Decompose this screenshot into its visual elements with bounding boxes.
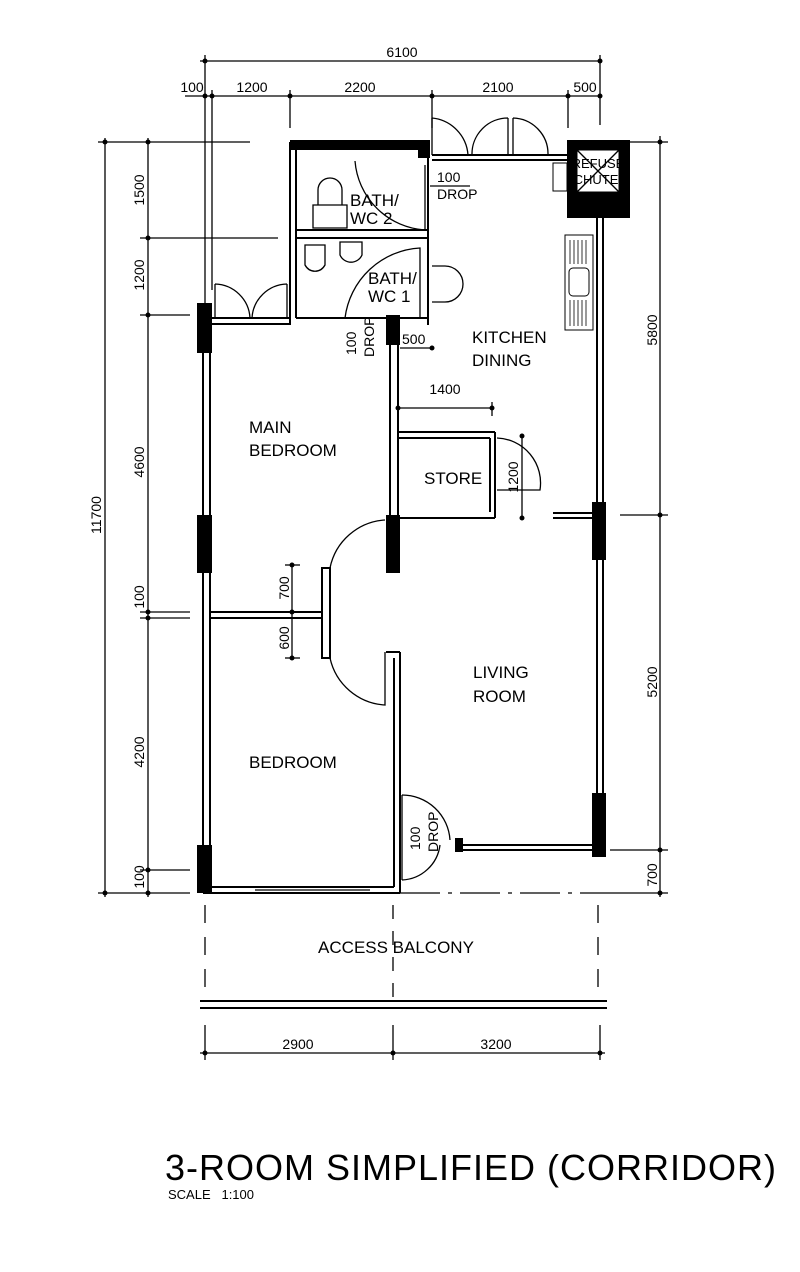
drop1-value: 100 — [437, 169, 461, 185]
dim-bottom-2: 3200 — [480, 1036, 511, 1052]
dim-top-2: 1200 — [236, 79, 267, 95]
top-dimensions: 6100 100 1200 2200 2100 500 — [180, 44, 603, 330]
dim-left-3: 4600 — [131, 446, 147, 477]
plan-title: 3-ROOM SIMPLIFIED (CORRIDOR) — [165, 1147, 777, 1188]
room-kitchen-line1: KITCHEN — [472, 328, 547, 347]
dim-right-2: 5200 — [644, 666, 660, 697]
access-balcony — [200, 892, 620, 1009]
dim-total-height: 11700 — [88, 496, 104, 534]
dim-top-5: 500 — [573, 79, 597, 95]
room-store: STORE — [424, 469, 482, 488]
kitchen-sink — [564, 234, 594, 331]
door-600-dim: 600 — [276, 626, 292, 650]
dim-bottom-1: 2900 — [282, 1036, 313, 1052]
dim-left-6: 100 — [131, 865, 147, 889]
drop3-label: DROP — [425, 812, 441, 852]
refuse-label-2: CHUTE — [574, 172, 619, 187]
refuse-chute: REFUSE CHUTE — [552, 149, 625, 193]
drop3-value: 100 — [407, 826, 423, 850]
dim-left-5: 4200 — [131, 736, 147, 767]
fixtures — [304, 177, 594, 331]
dim-top-4: 2100 — [482, 79, 513, 95]
drop2-label: DROP — [361, 317, 377, 357]
door-700-dim: 700 — [276, 576, 292, 600]
room-bath-wc2-line1: BATH/ — [350, 191, 399, 210]
toilet-wc1 — [304, 244, 326, 272]
room-labels: BATH/ WC 2 BATH/ WC 1 KITCHEN DINING MAI… — [249, 191, 547, 957]
left-dimensions: 11700 1500 1200 4600 100 4200 100 — [88, 138, 278, 897]
doors — [214, 117, 549, 881]
dim-left-2: 1200 — [131, 259, 147, 290]
dim-right-1: 5800 — [644, 314, 660, 345]
refuse-label-1: REFUSE — [572, 156, 625, 171]
dim-total-width: 6100 — [386, 44, 417, 60]
basin-wc1 — [339, 241, 363, 263]
room-bath-wc2-line2: WC 2 — [350, 209, 393, 228]
bottom-dimensions: 2900 3200 — [200, 1025, 605, 1060]
drop1-label: DROP — [437, 186, 477, 202]
room-main-bedroom-line2: BEDROOM — [249, 441, 337, 460]
dim-left-4: 100 — [131, 585, 147, 609]
drop2-value: 100 — [343, 331, 359, 355]
dim-top-3: 2200 — [344, 79, 375, 95]
room-bath-wc1-line1: BATH/ — [368, 269, 417, 288]
room-living-line2: ROOM — [473, 687, 526, 706]
room-main-bedroom-line1: MAIN — [249, 418, 292, 437]
dim-left-1: 1500 — [131, 174, 147, 205]
dim-right-3: 700 — [644, 863, 660, 887]
kitchen-1400-dim: 1400 — [429, 381, 460, 397]
right-dimensions: 5800 5200 700 — [610, 136, 668, 897]
walls — [202, 142, 604, 894]
room-access-balcony: ACCESS BALCONY — [318, 938, 474, 957]
room-bedroom: BEDROOM — [249, 753, 337, 772]
room-living-line1: LIVING — [473, 663, 529, 682]
dim-top-1: 100 — [180, 79, 204, 95]
kitchen-500-dim: 500 — [402, 331, 426, 347]
inner-dimensions: 100 DROP 100 DROP 100 DROP 500 1400 1200… — [276, 169, 525, 852]
toilet-wc2 — [312, 177, 348, 229]
plan-scale: SCALE 1:100 — [168, 1187, 254, 1202]
room-bath-wc1-line2: WC 1 — [368, 287, 411, 306]
room-kitchen-line2: DINING — [472, 351, 532, 370]
store-1200-dim: 1200 — [505, 461, 521, 492]
